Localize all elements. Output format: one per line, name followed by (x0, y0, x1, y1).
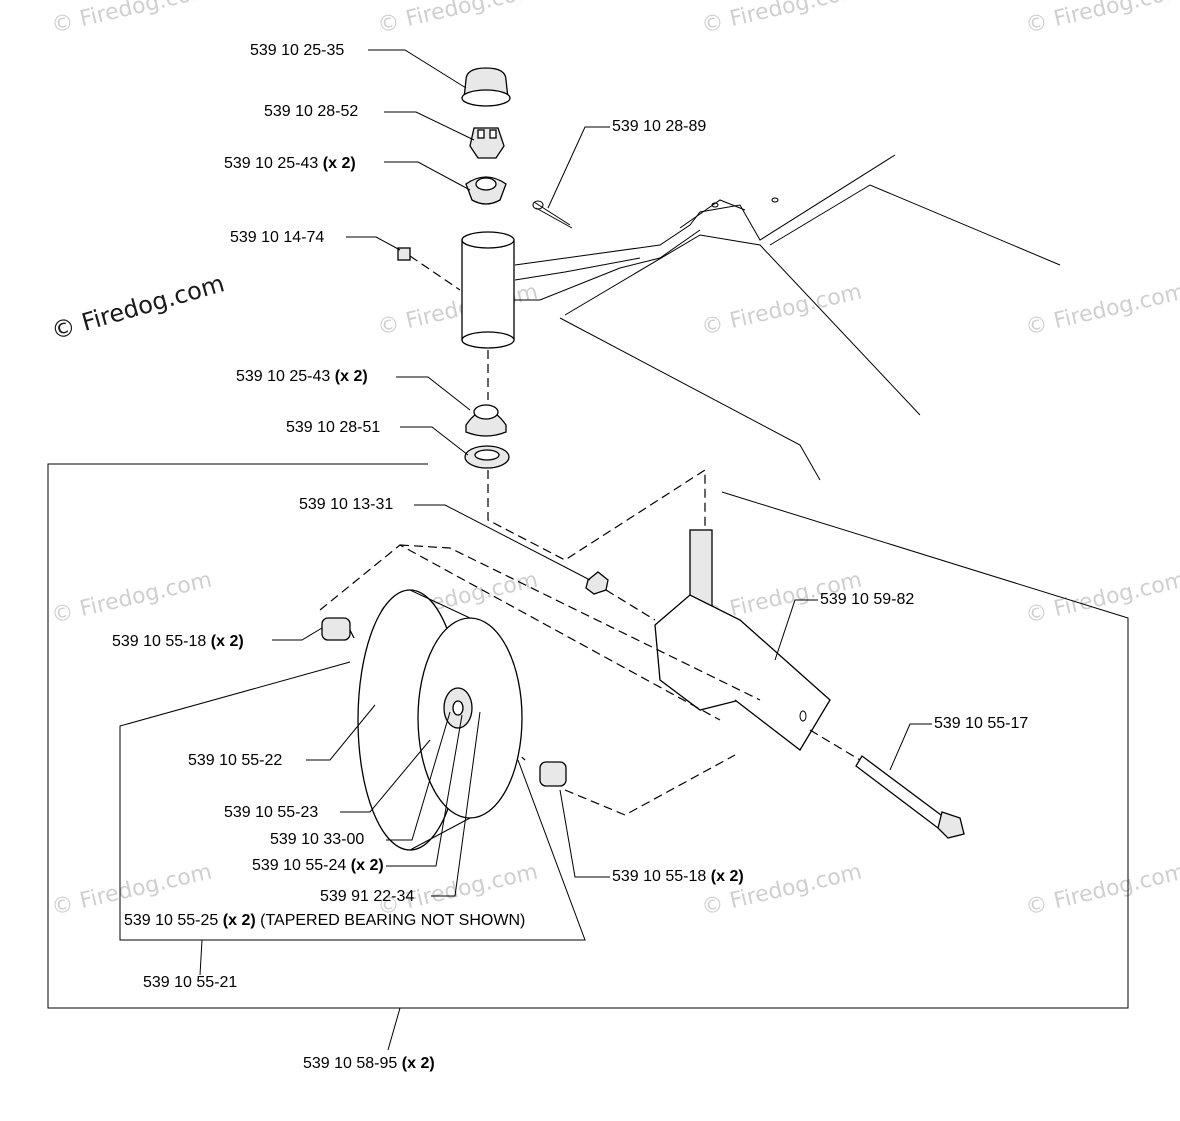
cotter-pin (532, 200, 573, 229)
callout-c13: 539 10 55-23 (224, 804, 319, 821)
callout-c5: 539 10 14-74 (230, 229, 325, 246)
callout-c10: 539 10 55-18 (x 2) (112, 633, 244, 650)
callout-c1: 539 10 25-35 (250, 42, 345, 59)
callout-c3: 539 10 25-43 (x 2) (224, 155, 356, 172)
lock-nut (585, 571, 656, 621)
callout-c6: 539 10 25-43 (x 2) (236, 368, 368, 385)
grease-fitting (397, 247, 461, 291)
callout-c4: 539 10 28-89 (612, 118, 707, 135)
callout-c18: 539 10 55-25 (x 2) (TAPERED BEARING NOT … (124, 912, 526, 929)
dust-cap (461, 67, 511, 107)
callout-c8: 539 10 13-31 (299, 496, 394, 513)
bearing-bottom (465, 404, 507, 437)
callout-c19: 539 10 55-21 (143, 974, 238, 991)
callout-c7: 539 10 28-51 (286, 419, 381, 436)
callout-c2: 539 10 28-52 (264, 103, 359, 120)
deck-frame (512, 154, 1061, 481)
caster-fork (654, 529, 831, 751)
castle-nut (469, 127, 505, 159)
callout-c20: 539 10 58-95 (x 2) (303, 1055, 435, 1072)
callout-c15: 539 10 55-24 (x 2) (252, 857, 384, 874)
leader-lines (199, 49, 932, 1051)
callout-c14: 539 10 33-00 (270, 831, 365, 848)
callout-c9: 539 10 59-82 (820, 591, 915, 608)
spacer-right (539, 761, 567, 787)
axle-bolt (855, 755, 965, 839)
bearing-top (465, 176, 507, 205)
callout-c17: 539 91 22-34 (320, 888, 415, 905)
assembly-bracket (47, 463, 1129, 1009)
seal (464, 445, 510, 469)
callout-c12: 539 10 55-22 (188, 752, 283, 769)
spindle-tube (461, 231, 515, 349)
callout-c16: 539 10 55-18 (x 2) (612, 868, 744, 885)
wheel (357, 589, 523, 851)
callout-c11: 539 10 55-17 (934, 715, 1029, 732)
spacer-left (321, 617, 351, 641)
